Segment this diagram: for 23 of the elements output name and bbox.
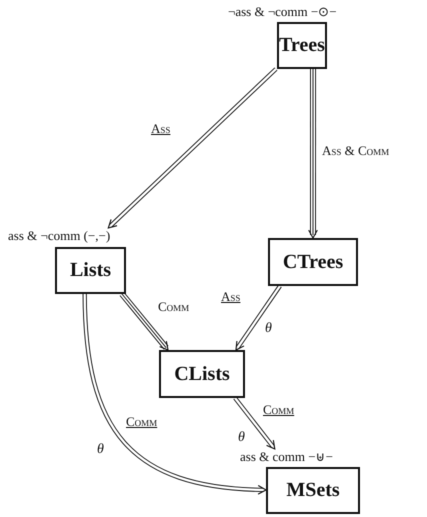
edge-label: Ass — [150, 121, 172, 136]
triple-arrow — [308, 68, 318, 240]
type-name: CTrees — [282, 250, 344, 274]
edge-label: Comm — [125, 414, 158, 429]
type-name: CLists — [174, 362, 230, 386]
morphism-label: θ — [97, 442, 104, 458]
edge-label: Comm — [262, 402, 296, 417]
double-arrow — [233, 396, 276, 450]
double-arrow — [82, 294, 268, 495]
edge-label: Ass — [220, 289, 242, 304]
property-annotation: ass & ¬comm (−,−) — [8, 228, 110, 244]
double-arrow — [107, 67, 278, 229]
type-name: MSets — [286, 479, 340, 502]
morphism-label: θ — [265, 321, 272, 337]
type-name: Trees — [279, 34, 325, 57]
triple-arrow — [120, 292, 169, 351]
double-arrow — [235, 284, 282, 351]
edge-label: Comm — [157, 299, 190, 314]
property-annotation: ¬ass & ¬comm −⊙− — [228, 4, 337, 20]
type-name: Lists — [70, 259, 112, 282]
property-annotation: ass & comm −⊎− — [240, 449, 333, 465]
morphism-label: θ — [238, 430, 245, 446]
edge-label: Ass & Comm — [321, 143, 390, 158]
